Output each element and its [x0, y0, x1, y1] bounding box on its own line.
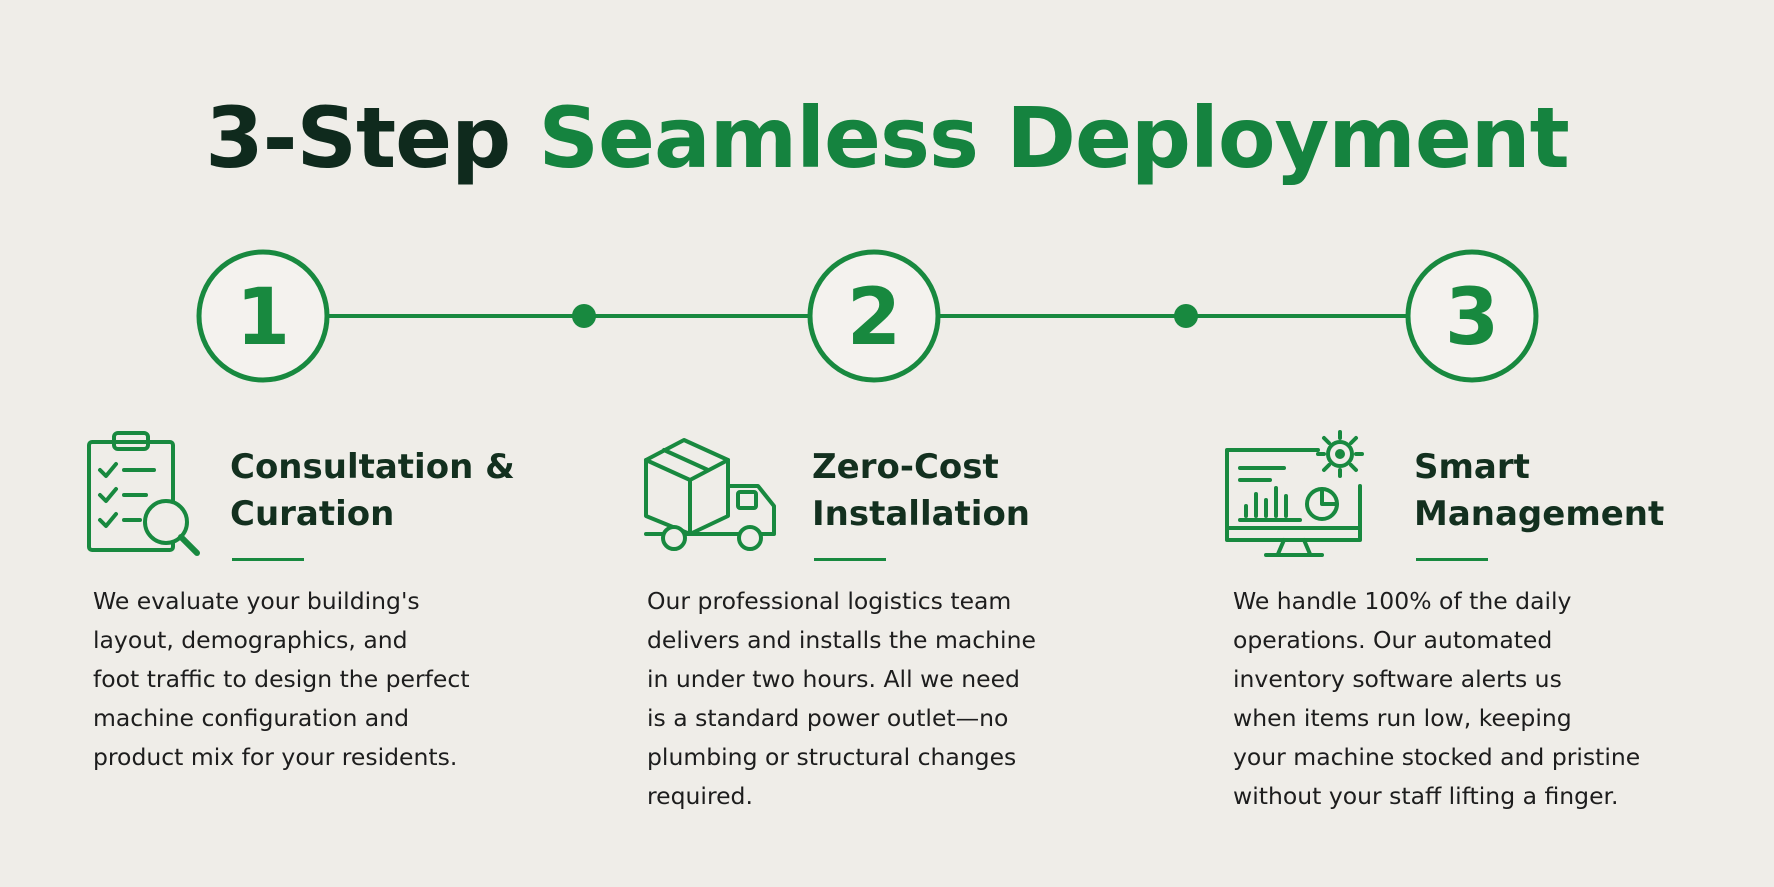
step-1-description-line: product mix for your residents. — [93, 743, 458, 771]
step-3-description-line: operations. Our automated — [1233, 626, 1553, 654]
step-3-marker: 3 — [1405, 249, 1539, 383]
step-3-heading-line-1: Smart — [1414, 447, 1530, 487]
step-1-description-line: layout, demographics, and — [93, 626, 408, 654]
step-2-description-line: required. — [647, 782, 753, 810]
step-2-description-line: in under two hours. All we need — [647, 665, 1020, 693]
step-2-heading-line-2: Installation — [812, 494, 1031, 534]
step-1-description-line: foot traffic to design the perfect — [93, 665, 470, 693]
page-title: 3-Step Seamless Deployment — [0, 88, 1774, 188]
step-1-description-line: We evaluate your building's — [93, 587, 420, 615]
step-1-heading: Consultation & Curation — [230, 444, 550, 538]
timeline-dot-1 — [572, 304, 596, 328]
step-3-description-line: when items run low, keeping — [1233, 704, 1572, 732]
step-1-description-line: machine configuration and — [93, 704, 410, 732]
timeline-dot-2 — [1174, 304, 1198, 328]
step-2-heading-underline — [814, 558, 886, 561]
step-1-heading-line-1: Consultation & — [230, 447, 515, 487]
title-part-1: 3-Step — [205, 89, 511, 187]
step-3-description: We handle 100% of the daily operations. … — [1233, 582, 1673, 816]
title-part-2: Seamless Deployment — [538, 89, 1570, 187]
step-1-heading-underline — [232, 558, 304, 561]
step-2-description-line: Our professional logistics team — [647, 587, 1012, 615]
step-1-number: 1 — [236, 273, 290, 363]
timeline: 1 2 3 — [196, 249, 1539, 383]
step-3-number: 3 — [1445, 273, 1499, 363]
step-3-heading-underline — [1416, 558, 1488, 561]
step-1-marker: 1 — [196, 249, 330, 383]
step-2-description-line: plumbing or structural changes — [647, 743, 1017, 771]
clipboard-magnifier-icon — [87, 431, 200, 556]
step-1-heading-line-2: Curation — [230, 494, 395, 534]
step-2-description-line: delivers and installs the machine — [647, 626, 1036, 654]
step-2-number: 2 — [847, 273, 901, 363]
step-2-heading: Zero-Cost Installation — [812, 444, 1132, 538]
step-3-heading-line-2: Management — [1414, 494, 1665, 534]
step-2-heading-line-1: Zero-Cost — [812, 447, 999, 487]
step-3-description-line: inventory software alerts us — [1233, 665, 1562, 693]
step-3-description-line: We handle 100% of the daily — [1233, 587, 1572, 615]
step-3-description-line: your machine stocked and pristine — [1233, 743, 1641, 771]
step-3-description-line: without your staff lifting a finger. — [1233, 782, 1619, 810]
step-3-heading: Smart Management — [1414, 444, 1734, 538]
step-2-description-line: is a standard power outlet—no — [647, 704, 1009, 732]
step-2-description: Our professional logistics team delivers… — [647, 582, 1087, 816]
monitor-chart-gear-icon — [1225, 430, 1364, 557]
step-2-marker: 2 — [807, 249, 941, 383]
step-1-description: We evaluate your building's layout, demo… — [93, 582, 533, 777]
delivery-truck-box-icon — [644, 438, 776, 551]
